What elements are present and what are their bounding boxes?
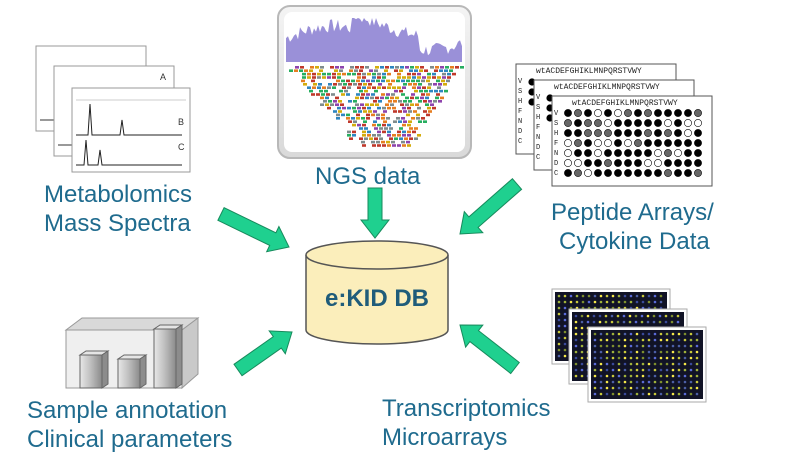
ngs-label: NGS data <box>315 162 420 191</box>
sample-label: Sample annotation Clinical parameters <box>27 396 232 454</box>
peptide-line1: Peptide Arrays/ <box>551 199 714 226</box>
array-row-label: S <box>554 120 558 128</box>
peptide-line2: Cytokine Data <box>559 228 710 255</box>
array-row-label: C <box>536 154 540 162</box>
array-header: wtACDEFGHIKLMNPQRSTVWY <box>536 67 642 76</box>
flow-arrow <box>359 187 391 239</box>
peptide-array-icon: wtACDEFGHIKLMNPQRSTVWYVSHFNDCwtACDEFGHIK… <box>515 63 713 187</box>
peptide-label: Peptide Arrays/ Cytokine Data <box>551 198 714 256</box>
array-row-label: H <box>536 114 540 122</box>
aligned-reads <box>289 66 464 147</box>
array-row-label: F <box>518 108 522 116</box>
array-row-label: S <box>536 104 540 112</box>
array-row-label: C <box>554 170 558 178</box>
array-row-label: H <box>554 130 558 138</box>
panel-mark-c: C <box>178 142 185 152</box>
array-row-label: D <box>554 160 558 168</box>
microarray-slide <box>587 326 707 403</box>
sample-line1: Sample annotation <box>27 397 228 424</box>
coverage-profile <box>286 18 462 62</box>
flow-arrow <box>459 324 521 375</box>
database-cylinder <box>305 240 449 345</box>
array-row-label: C <box>518 138 522 146</box>
ngs-coverage-icon <box>277 5 472 159</box>
flow-arrow <box>459 177 523 235</box>
array-row-label: D <box>536 144 540 152</box>
array-row-label: N <box>554 150 558 158</box>
flow-arrow <box>217 207 290 253</box>
metabolomics-line2: Mass Spectra <box>44 210 191 237</box>
array-header: wtACDEFGHIKLMNPQRSTVWY <box>554 83 660 92</box>
array-row-label: D <box>518 128 522 136</box>
flow-arrow <box>233 330 293 377</box>
sample-line2: Clinical parameters <box>27 426 233 453</box>
spectrum-sheet: B C <box>71 87 191 173</box>
panel-mark-a: A <box>160 72 166 82</box>
transcriptomics-line1: Transcriptomics <box>382 395 551 422</box>
bar <box>78 350 110 389</box>
array-row-label: V <box>518 78 523 86</box>
array-row-label: N <box>518 118 522 126</box>
array-row-label: F <box>536 124 540 132</box>
array-row-label: V <box>554 110 559 118</box>
flow-arrows <box>217 177 523 377</box>
microarray-icon <box>551 288 707 403</box>
mass-spectra-icon: A B C <box>35 45 191 173</box>
array-row-label: F <box>554 140 558 148</box>
bar <box>152 324 184 389</box>
array-row-label: N <box>536 134 540 142</box>
array-row-label: H <box>518 98 522 106</box>
database-label: e:KID DB <box>324 285 429 312</box>
ngs-line1: NGS data <box>315 163 421 190</box>
array-header: wtACDEFGHIKLMNPQRSTVWY <box>572 99 678 108</box>
clinical-bar-chart-icon <box>64 317 200 390</box>
transcriptomics-line2: Microarrays <box>382 424 508 451</box>
bar <box>116 354 148 389</box>
array-row-label: S <box>518 88 522 96</box>
metabolomics-label: Metabolomics Mass Spectra <box>44 180 192 238</box>
metabolomics-line1: Metabolomics <box>44 181 193 208</box>
transcriptomics-label: Transcriptomics Microarrays <box>382 394 550 452</box>
array-row-label: V <box>536 94 541 102</box>
panel-mark-b: B <box>178 117 184 127</box>
